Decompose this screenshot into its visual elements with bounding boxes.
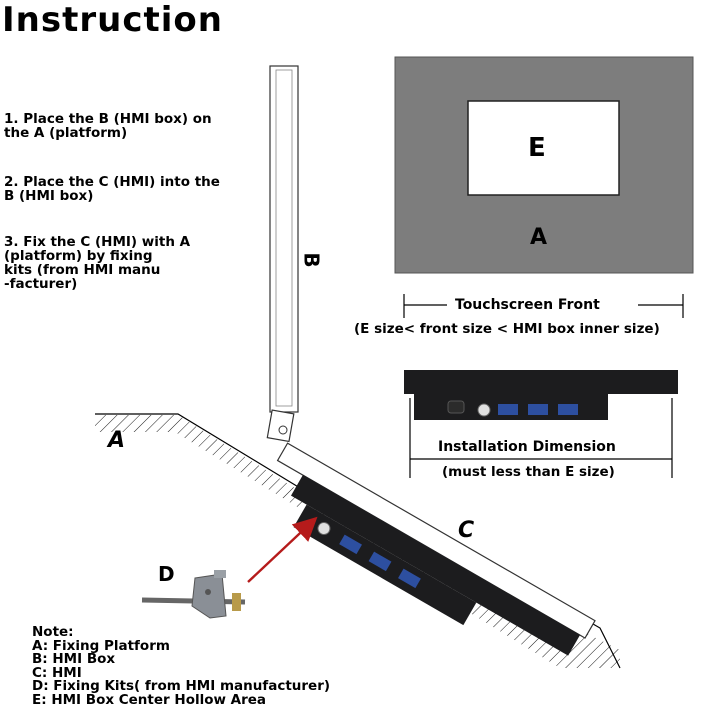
- page-title: Instruction: [2, 0, 223, 40]
- step-3: 3. Fix the C (HMI) with A (platform) by …: [4, 234, 191, 292]
- note-item: E: HMI Box Center Hollow Area: [32, 691, 267, 708]
- notes-heading: Note:: [32, 624, 74, 640]
- hmi-front-bezel: [404, 370, 678, 394]
- insert-arrow: [247, 516, 318, 583]
- note-item: A: Fixing Platform: [32, 637, 170, 654]
- label-e-front: E: [528, 133, 546, 163]
- size-rule-note: (E size< front size < HMI box inner size…: [354, 321, 660, 337]
- fixing-kit-d: [141, 570, 246, 619]
- note-item: C: HMI: [32, 664, 82, 681]
- label-b: B: [299, 252, 324, 268]
- touchscreen-front-label: Touchscreen Front: [455, 297, 600, 313]
- step-1: 1. Place the B (HMI box) on the A (platf…: [4, 111, 212, 141]
- notes-block: Note: A: Fixing Platform B: HMI Box C: H…: [32, 624, 331, 708]
- label-d: D: [158, 562, 175, 586]
- step-2: 2. Place the C (HMI) into the B (HMI box…: [4, 174, 220, 204]
- installation-dimension-label: Installation Dimension: [438, 439, 616, 455]
- front-view-panel: [394, 56, 694, 274]
- hmi-box-b: [266, 65, 299, 443]
- note-item: B: HMI Box: [32, 651, 116, 667]
- note-item: D: Fixing Kits( from HMI manufacturer): [32, 678, 331, 694]
- touchscreen-dimension: [403, 294, 684, 318]
- label-a-front: A: [530, 225, 548, 250]
- hmi-side-view: [404, 370, 678, 478]
- hollow-area-e: [467, 100, 620, 196]
- hmi-device-c: [291, 474, 581, 656]
- label-c: C: [458, 518, 475, 543]
- installation-dimension-note: (must less than E size): [442, 464, 615, 480]
- label-a-platform: A: [108, 428, 126, 453]
